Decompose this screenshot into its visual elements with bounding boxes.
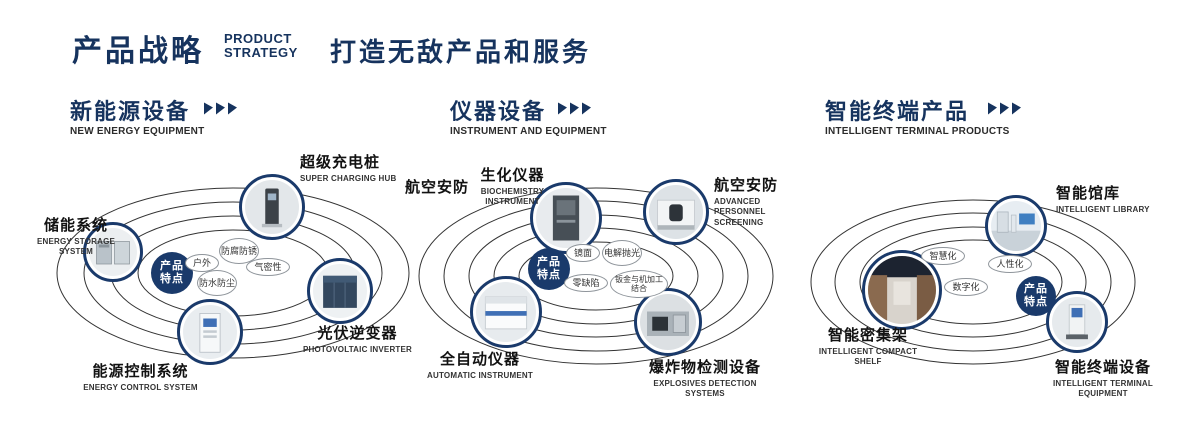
node-explosives-detection <box>634 288 702 356</box>
label-energy-control-system: 能源控制系统 ENERGY CONTROL SYSTEM <box>83 363 198 392</box>
triple-chevron-icon <box>204 101 237 115</box>
feature-bubble: 电解抛光 <box>602 240 642 266</box>
node-photovoltaic-inverter <box>307 258 373 324</box>
feature-bubble: 钣金与机加工结合 <box>610 270 668 298</box>
photovoltaic-inverter-photo <box>313 264 367 318</box>
node-automatic-instrument <box>470 276 542 348</box>
personnel-screening-photo <box>649 185 703 239</box>
triple-chevron-icon <box>988 101 1021 115</box>
label-biochemistry-instrument: 生化仪器 BIOCHEMISTRY INSTRUMENT <box>480 167 545 207</box>
label-photovoltaic-inverter: 光伏逆变器 PHOTOVOLTAIC INVERTER <box>302 325 413 354</box>
node-intelligent-terminal-equipment <box>1046 291 1108 353</box>
feature-bubble: 智慧化 <box>921 247 965 265</box>
intelligent-library-photo <box>991 201 1041 251</box>
feature-bubble: 数字化 <box>944 278 988 296</box>
node-intelligent-library <box>985 195 1047 257</box>
feature-bubble: 户外 <box>185 254 219 272</box>
automatic-instrument-photo <box>476 282 536 342</box>
label-energy-storage: 储能系统 ENERGY STORAGE SYSTEM <box>36 217 116 257</box>
energy-storage-photo <box>89 228 137 276</box>
super-charging-hub-photo <box>245 180 299 234</box>
biochemistry-instrument-photo <box>536 188 596 248</box>
energy-control-system-photo <box>183 305 237 359</box>
section-title-new-energy: 新能源设备 <box>70 99 191 124</box>
node-personnel-screening <box>643 179 709 245</box>
explosives-detection-photo <box>640 294 696 350</box>
section-subtitle-instrument: INSTRUMENT AND EQUIPMENT <box>450 126 607 137</box>
label-intelligent-terminal-equipment: 智能终端设备 INTELLIGENT TERMINAL EQUIPMENT <box>1053 359 1153 399</box>
section-title-intelligent-terminal: 智能终端产品 <box>825 99 970 124</box>
triple-chevron-icon <box>558 101 591 115</box>
slogan: 打造无敌产品和服务 <box>330 37 592 67</box>
label-super-charging-hub: 超级充电桩 SUPER CHARGING HUB <box>300 154 397 183</box>
label-aviation-security-left: 航空安防 <box>405 179 470 196</box>
features-badge-instrument: 产品特点 <box>528 248 570 290</box>
section-title-instrument: 仪器设备 <box>450 99 547 124</box>
features-badge-intelligent-terminal: 产品特点 <box>1016 276 1056 316</box>
feature-bubble: 人性化 <box>988 255 1032 273</box>
node-energy-control-system <box>177 299 243 365</box>
page-title-en-line1: PRODUCT <box>224 31 292 46</box>
feature-bubble: 零缺陷 <box>564 274 608 292</box>
feature-bubble: 防水防尘 <box>197 270 237 296</box>
label-explosives-detection: 爆炸物检测设备 EXPLOSIVES DETECTION SYSTEMS <box>648 359 761 399</box>
feature-bubble: 镜面 <box>566 244 600 262</box>
label-intelligent-library: 智能馆库 INTELLIGENT LIBRARY <box>1056 185 1150 214</box>
node-intelligent-compact-shelf <box>862 250 942 330</box>
section-subtitle-new-energy: NEW ENERGY EQUIPMENT <box>70 126 205 137</box>
label-personnel-screening: 航空安防 ADVANCED PERSONNEL SCREENING <box>714 177 779 227</box>
page-title-en: PRODUCT STRATEGY <box>224 32 298 59</box>
intelligent-terminal-equipment-photo <box>1052 297 1102 347</box>
section-subtitle-intelligent-terminal: INTELLIGENT TERMINAL PRODUCTS <box>825 126 1010 137</box>
features-badge-label: 产品特点 <box>1024 282 1048 308</box>
intelligent-compact-shelf-photo <box>868 256 936 324</box>
features-badge-label: 产品特点 <box>537 255 561 281</box>
page-title: 产品战略 <box>72 35 204 68</box>
features-badge-label: 产品特点 <box>160 259 184 285</box>
feature-bubble: 防腐防锈 <box>219 238 259 264</box>
node-super-charging-hub <box>239 174 305 240</box>
feature-bubble: 气密性 <box>246 258 290 276</box>
node-energy-storage <box>83 222 143 282</box>
label-intelligent-compact-shelf: 智能密集架 INTELLIGENT COMPACT SHELF <box>818 327 918 367</box>
label-automatic-instrument: 全自动仪器 AUTOMATIC INSTRUMENT <box>427 351 533 380</box>
page-title-en-line2: STRATEGY <box>224 44 298 60</box>
node-biochemistry-instrument <box>530 182 602 254</box>
